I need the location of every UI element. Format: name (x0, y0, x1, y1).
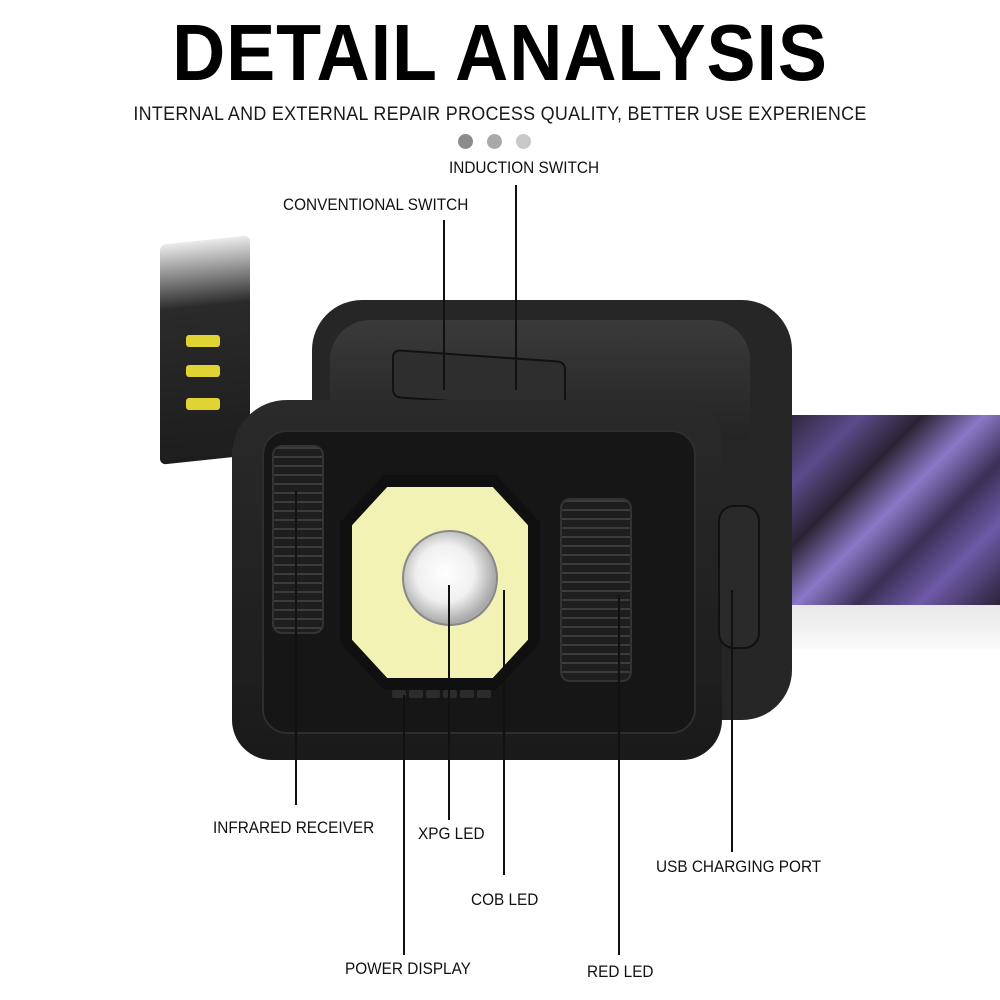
xpg-led-reflector (402, 530, 498, 626)
dot-icon (516, 134, 531, 149)
leader-line-red (618, 595, 620, 955)
leader-line-induction (515, 185, 517, 390)
decorative-dots (458, 134, 531, 149)
page-subtitle: INTERNAL AND EXTERNAL REPAIR PROCESS QUA… (133, 103, 867, 125)
callout-red-led: RED LED (587, 963, 654, 981)
leader-line-power (403, 695, 405, 955)
callout-usb-charging-port: USB CHARGING PORT (656, 858, 822, 876)
leader-line-xpg (448, 585, 450, 820)
leader-line-cob (503, 590, 505, 875)
callout-power-display: POWER DISPLAY (345, 960, 471, 978)
power-display-leds (392, 690, 491, 698)
right-strap (780, 415, 1000, 605)
band-white (790, 605, 1000, 650)
leader-line-conventional (443, 220, 445, 390)
strap-stripe (186, 398, 220, 410)
infrared-sensor-window (272, 445, 324, 634)
red-led-window (560, 498, 632, 682)
callout-xpg-led: XPG LED (418, 825, 485, 843)
dot-icon (458, 134, 473, 149)
callout-cob-led: COB LED (471, 891, 539, 909)
leader-line-infrared (295, 490, 297, 805)
dot-icon (487, 134, 502, 149)
leader-line-usb (731, 590, 733, 852)
page-title: DETAIL ANALYSIS (172, 8, 828, 97)
usb-port-cover (718, 505, 760, 649)
callout-infrared-receiver: INFRARED RECEIVER (213, 819, 375, 837)
strap-stripe (186, 365, 220, 377)
callout-induction-switch: INDUCTION SWITCH (449, 159, 600, 177)
callout-conventional-switch: CONVENTIONAL SWITCH (283, 196, 469, 214)
strap-stripe (186, 335, 220, 347)
